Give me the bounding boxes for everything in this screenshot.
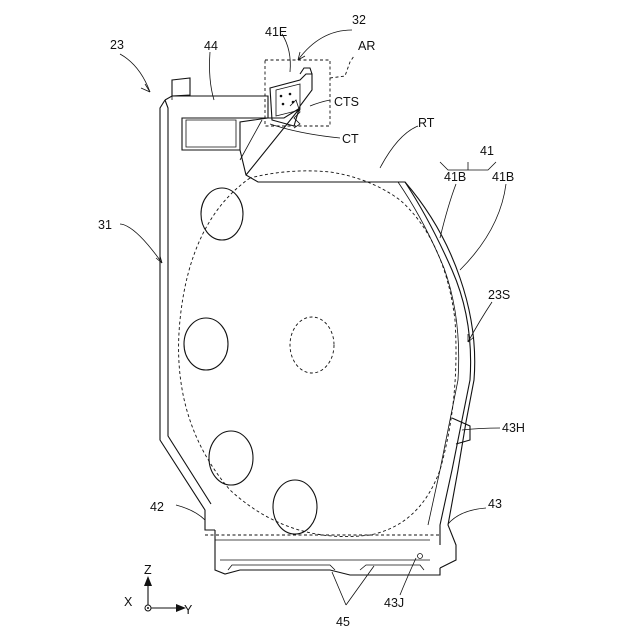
label-23: 23	[110, 38, 124, 52]
axis-label-y: Y	[184, 603, 193, 617]
label-41: 41	[480, 144, 494, 158]
label-43J: 43J	[384, 596, 404, 610]
label-AR: AR	[358, 39, 375, 53]
label-CTS: CTS	[334, 95, 359, 109]
wall-hole-4	[273, 480, 317, 534]
hub-center-dashed	[290, 317, 334, 373]
label-CT: CT	[342, 132, 359, 146]
label-41B-right: 41B	[492, 170, 514, 184]
wall-hole-3	[209, 431, 253, 485]
axis-label-x: X	[124, 595, 133, 609]
wall-hole-2	[184, 318, 228, 370]
cutter-assembly	[265, 56, 354, 128]
label-32: 32	[352, 13, 366, 27]
axis-label-z: Z	[144, 563, 152, 577]
leader-lines	[120, 30, 506, 605]
axis-indicator: Z X Y	[124, 563, 193, 617]
label-44: 44	[204, 39, 218, 53]
label-45: 45	[336, 615, 350, 629]
housing-body	[160, 78, 475, 575]
label-43: 43	[488, 497, 502, 511]
wall-hole-1	[201, 188, 243, 240]
label-41B-left: 41B	[444, 170, 466, 184]
label-23S: 23S	[488, 288, 510, 302]
label-42: 42	[150, 500, 164, 514]
label-43H: 43H	[502, 421, 525, 435]
label-31: 31	[98, 218, 112, 232]
label-RT: RT	[418, 116, 435, 130]
label-41E: 41E	[265, 25, 287, 39]
